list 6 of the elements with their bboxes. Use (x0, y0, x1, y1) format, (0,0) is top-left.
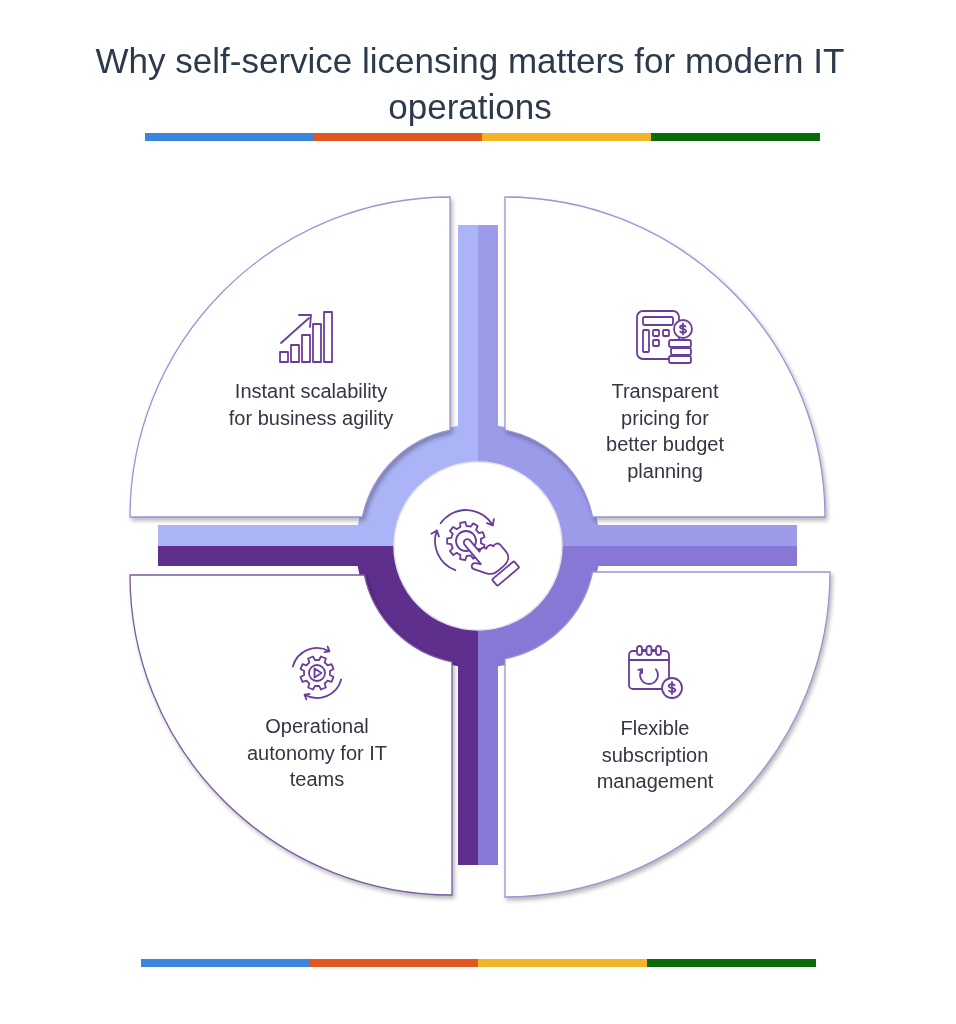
title: Why self-service licensing matters for modern IT operations (94, 40, 846, 128)
panel-text: Flexible subscription management (595, 716, 715, 794)
panel-text: Instant scalability for business agility (227, 379, 395, 431)
center-circle (393, 461, 563, 631)
panel-text: Transparent pricing for better budget planning (605, 379, 725, 484)
panel-text: Operational autonomy for IT teams (245, 714, 389, 792)
